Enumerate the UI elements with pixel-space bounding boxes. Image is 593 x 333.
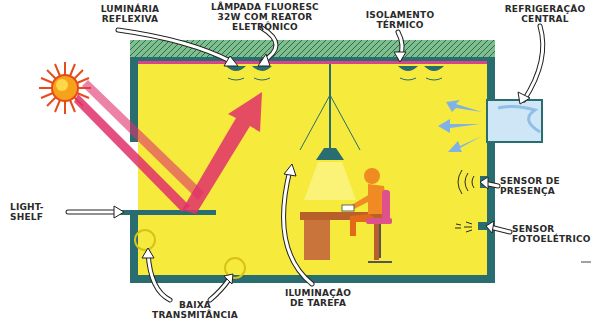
callout-label: LUMINÁRIA REFLEXIVA xyxy=(90,4,170,24)
transmittance-mark xyxy=(135,230,155,250)
ceiling-fixtures xyxy=(226,66,444,71)
light-beams xyxy=(74,80,262,214)
callout-label: REFRIGERAÇÃO CENTRAL xyxy=(500,4,590,24)
right-wall-lower xyxy=(487,142,495,283)
arrow-heads xyxy=(114,52,530,284)
callout-label: ILUMINAÇÃO DE TAREFA xyxy=(282,288,354,308)
ceiling-slab xyxy=(130,57,495,61)
task-lamp xyxy=(300,64,360,200)
callout-label: SENSOR FOTOELÉTRICO xyxy=(512,224,590,244)
ceiling-line xyxy=(138,61,487,64)
presence-sensor xyxy=(458,170,487,194)
callout-label: LIGHT-SHELF xyxy=(10,202,70,222)
person xyxy=(342,168,388,236)
photo-sensor xyxy=(455,222,487,232)
callout-label: ISOLAMENTO TÉRMICO xyxy=(360,10,440,30)
callout-label: LÂMPADA FLUORESC 32W COM REATOR ELETRÔNI… xyxy=(200,2,330,32)
leader-arrows xyxy=(68,26,543,300)
left-wall-lower xyxy=(130,214,138,283)
light-shelf xyxy=(118,210,216,215)
air-arrows xyxy=(438,100,482,152)
callout-label: BAIXA TRANSMITÂNCIA xyxy=(150,300,240,320)
edge-mark xyxy=(581,262,591,263)
callout-label: SENSOR DE PRESENÇA xyxy=(500,176,575,196)
duct-shading xyxy=(498,106,540,132)
right-wall-upper xyxy=(487,58,495,100)
chair xyxy=(366,190,392,262)
fixture-glow xyxy=(228,78,442,80)
room-interior xyxy=(138,64,487,275)
air-duct xyxy=(487,100,542,142)
